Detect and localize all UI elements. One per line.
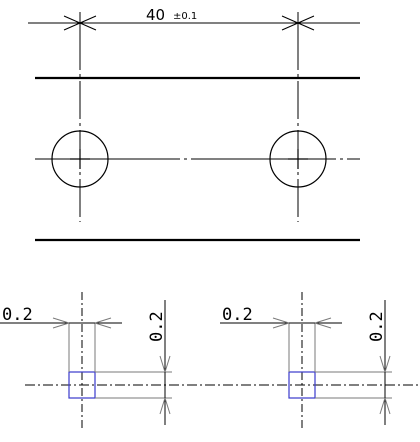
detail-left-arrow-h2 xyxy=(94,317,112,329)
detail-left-arrow-h1 xyxy=(52,317,70,329)
detail-right: 0.2 0.2 xyxy=(220,292,392,428)
detail-right-dim-h-value: 0.2 xyxy=(222,305,253,325)
tolerance-zone-left xyxy=(68,371,96,399)
arrowhead-left xyxy=(63,15,97,31)
hole-right xyxy=(269,130,327,188)
arrowhead-right xyxy=(281,15,315,31)
hole-left xyxy=(51,130,109,188)
hole-center-mark-right xyxy=(288,149,308,169)
detail-left-arrow-v2 xyxy=(159,397,171,415)
detail-right-arrow-h2 xyxy=(314,317,332,329)
detail-left-dim-h-value: 0.2 xyxy=(2,305,33,325)
tolerance-zone-right xyxy=(288,371,316,399)
detail-right-arrow-v2 xyxy=(379,397,391,415)
dimension-value: 40 xyxy=(146,6,165,24)
top-dimension: 40 ±0.1 xyxy=(28,6,360,32)
detail-left-dim-v-value: 0.2 xyxy=(147,311,167,342)
detail-right-arrow-v1 xyxy=(379,355,391,373)
part-top-view xyxy=(35,32,360,242)
detail-left-arrow-v1 xyxy=(159,355,171,373)
hole-center-mark-left xyxy=(70,149,90,169)
detail-right-arrow-h1 xyxy=(272,317,290,329)
detail-left: 0.2 0.2 xyxy=(0,292,172,428)
dimension-tolerance: ±0.1 xyxy=(173,11,197,22)
detail-right-dim-v-value: 0.2 xyxy=(367,311,387,342)
